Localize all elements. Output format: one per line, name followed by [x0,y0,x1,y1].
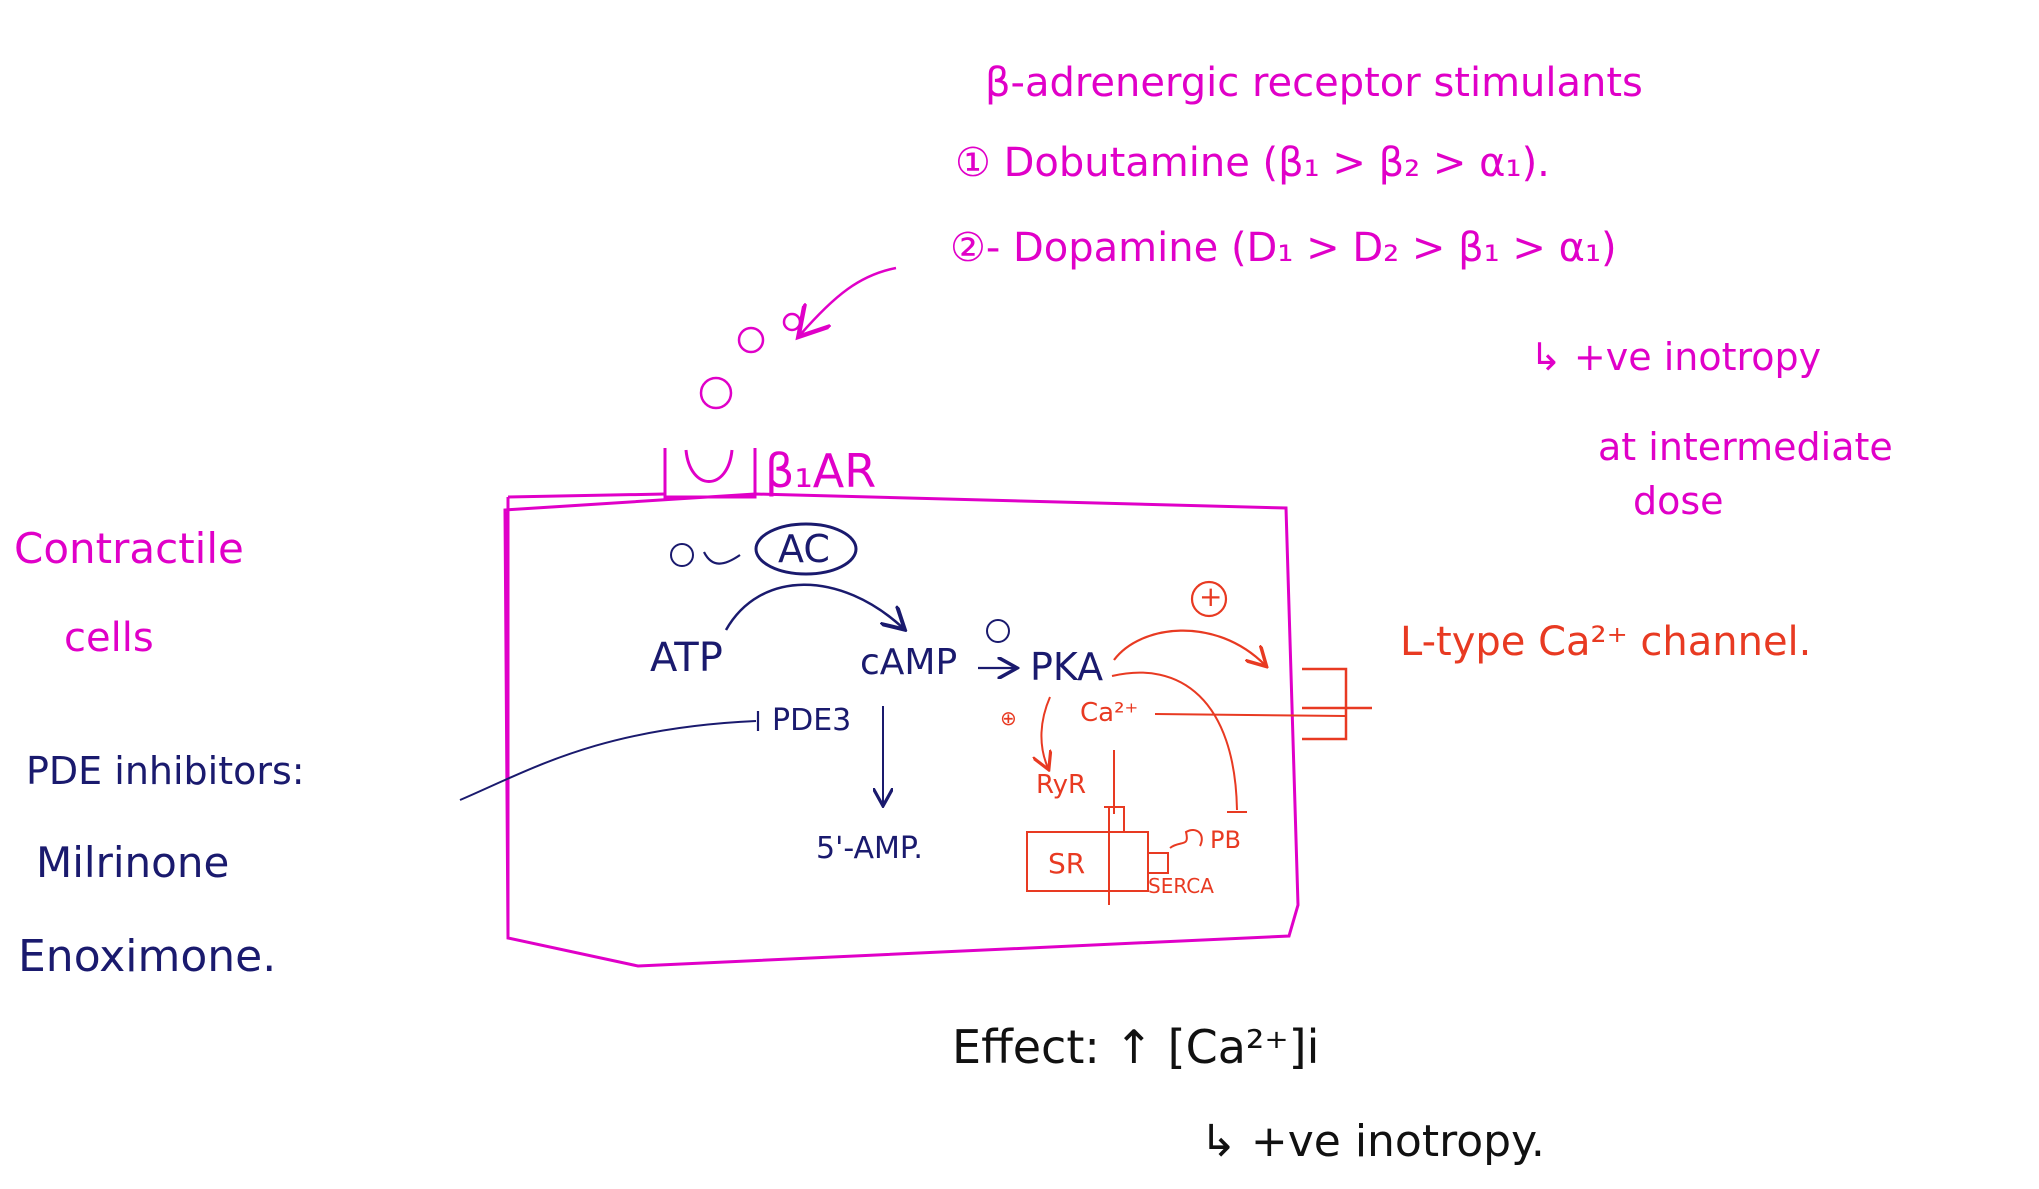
sr-box [1026,831,1149,892]
sr-label: SR [1048,847,1086,880]
dobutamine-item: ① Dobutamine (β₁ > β₂ > α₁). [955,140,1550,186]
beta-agonist-heading: β-adrenergic receptor stimulants [985,60,1643,106]
beta1-receptor-label: β₁AR [765,444,877,498]
inotropy-note-line1: ↳ +ve inotropy [1530,335,1822,379]
ryr-label: RyR [1036,770,1087,800]
contractile-cells-line1: Contractile [14,524,244,573]
beta1-receptor-shape [663,448,757,499]
contractile-cells-line2: cells [64,615,154,661]
effect-line2: ↳ +ve inotropy. [1200,1116,1545,1167]
dopamine-item: ②- Dopamine (D₁ > D₂ > β₁ > α₁) [950,225,1617,271]
effect-line1: Effect: ↑ [Ca²⁺]i [952,1020,1320,1074]
pka-to-pb-curve [1111,671,1238,811]
camp-label: cAMP [860,642,958,683]
atp-label: ATP [650,635,723,681]
pka-label: PKA [1030,645,1104,689]
pka-to-ryr-arrow-icon [1041,696,1050,768]
pb-coil-icon [1169,828,1203,849]
ac-label: AC [778,527,830,571]
pde-inhibitors-heading: PDE inhibitors: [26,749,305,793]
ac-activation-arrow-icon [703,551,741,565]
red-plus-circle [1190,580,1228,618]
pka-plus-circle [986,619,1010,643]
ligand-circle-icon [699,376,733,410]
channel-to-ca-line [1154,713,1347,717]
ligand-circle-icon [782,312,802,332]
enoximone-label: Enoximone. [18,931,277,982]
cell-membrane [503,492,1300,968]
ryr-plus-sign: ⊕ [1000,706,1017,730]
milrinone-label: Milrinone [36,838,230,887]
ltype-channel-label: L-type Ca²⁺ channel. [1400,619,1812,665]
pde3-label: PDE3 [772,703,852,738]
atp-to-camp-arrow-icon [724,583,903,630]
ligand-circle-icon [737,326,765,354]
pb-label: PB [1210,826,1241,854]
sr-divider [1104,806,1125,905]
serca-label: SERCA [1148,874,1214,898]
ca-inside-label: Ca²⁺ [1080,698,1139,728]
serca-pump-shape [1148,852,1169,874]
ac-plus-circle [670,543,694,567]
inotropy-note-line3: dose [1633,479,1724,523]
pka-to-channel-arrow-icon [1113,629,1265,665]
ltype-channel-shape [1302,667,1372,741]
red-plus-sign: + [1199,580,1223,613]
ligand-arrow-icon [800,266,897,335]
pde-inhibition-line [459,720,757,801]
ac-ellipse [754,522,858,576]
five-amp-label: 5'-AMP. [816,831,923,866]
inotropy-note-line2: at intermediate [1598,425,1893,469]
